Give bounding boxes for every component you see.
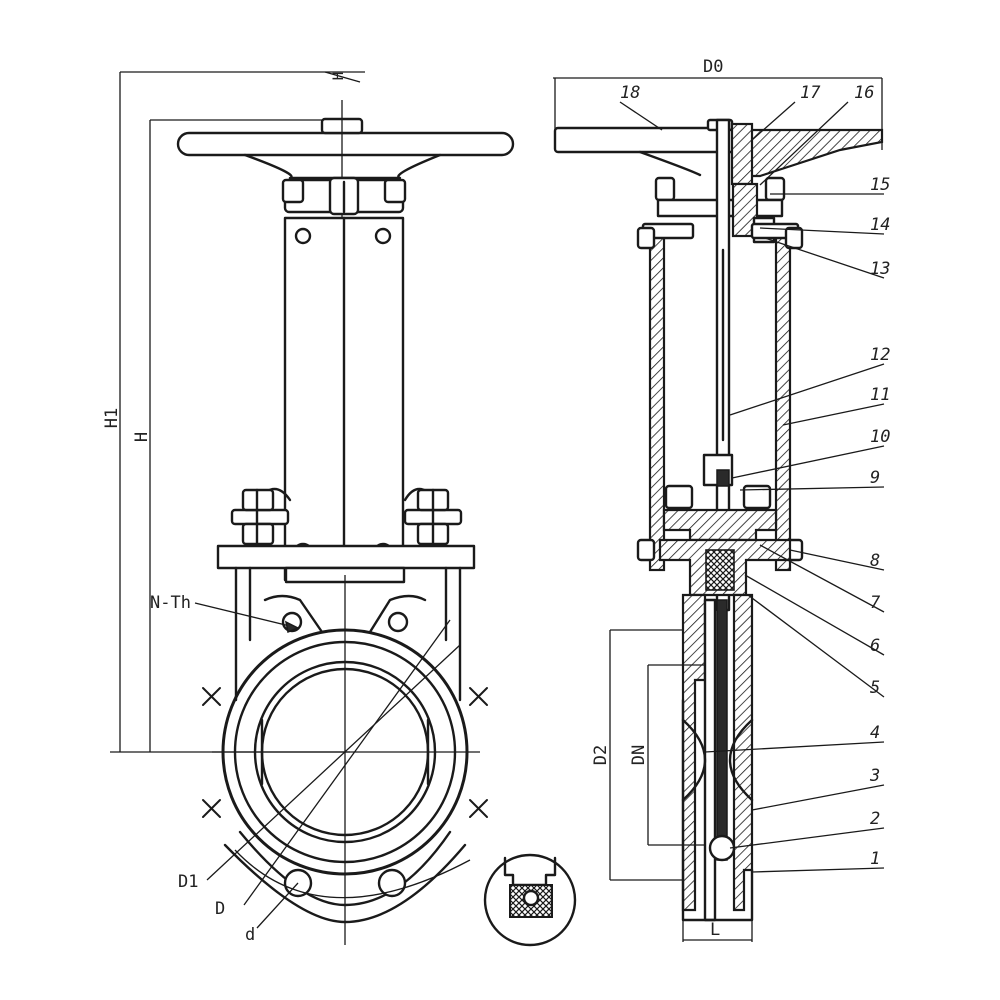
yoke-front — [283, 216, 405, 582]
stem-section — [702, 118, 734, 612]
handwheel-section — [553, 118, 884, 186]
d2-dn-dimensions: D2 DN — [591, 629, 705, 881]
bonnet-section — [658, 484, 792, 597]
seat-detail — [483, 853, 577, 947]
gland-bolts-front — [230, 487, 463, 548]
part-16: 16 — [854, 83, 874, 103]
part-10: 10 — [870, 427, 890, 447]
l-label: L — [710, 920, 720, 940]
part-15: 15 — [870, 175, 890, 195]
part-14: 14 — [870, 215, 890, 235]
part-6: 6 — [870, 636, 880, 656]
part-numbers: 18 17 16 15 14 13 12 11 10 9 8 7 6 5 4 3… — [620, 83, 890, 869]
part-11: 11 — [870, 385, 890, 405]
part-9: 9 — [870, 468, 880, 488]
part-17: 17 — [800, 83, 821, 103]
part-12: 12 — [870, 345, 890, 365]
section-view: D0 — [553, 57, 890, 942]
d-bolt-label: d — [245, 925, 255, 945]
part-2: 2 — [870, 809, 880, 829]
part-3: 3 — [869, 766, 880, 786]
d2-label: D2 — [591, 745, 611, 765]
n-th-label: N-Th — [150, 593, 191, 613]
flange-front: D1 D d — [178, 575, 488, 945]
leaders — [619, 101, 885, 873]
h-label: H — [132, 432, 152, 442]
part-4: 4 — [870, 723, 880, 743]
front-view: H1 H H — [102, 71, 577, 947]
part-1: 1 — [870, 849, 880, 869]
part-18: 18 — [620, 83, 640, 103]
yoke-top-front — [281, 176, 407, 216]
body-front: N-Th — [150, 566, 462, 702]
d1-label: D1 — [178, 872, 198, 892]
yoke-section — [636, 222, 804, 572]
part-7: 7 — [870, 593, 881, 613]
body-section: L — [681, 593, 754, 942]
d-outer-label: D — [215, 899, 225, 919]
part-13: 13 — [870, 259, 890, 279]
h1-label: H1 — [102, 408, 122, 428]
dn-label: DN — [629, 745, 649, 765]
part-8: 8 — [870, 551, 880, 571]
d0-label: D0 — [703, 57, 723, 77]
h-top-label: H — [331, 72, 347, 80]
handwheel-front — [176, 100, 515, 230]
part-5: 5 — [870, 678, 880, 698]
bonnet-flange-front — [216, 544, 476, 570]
